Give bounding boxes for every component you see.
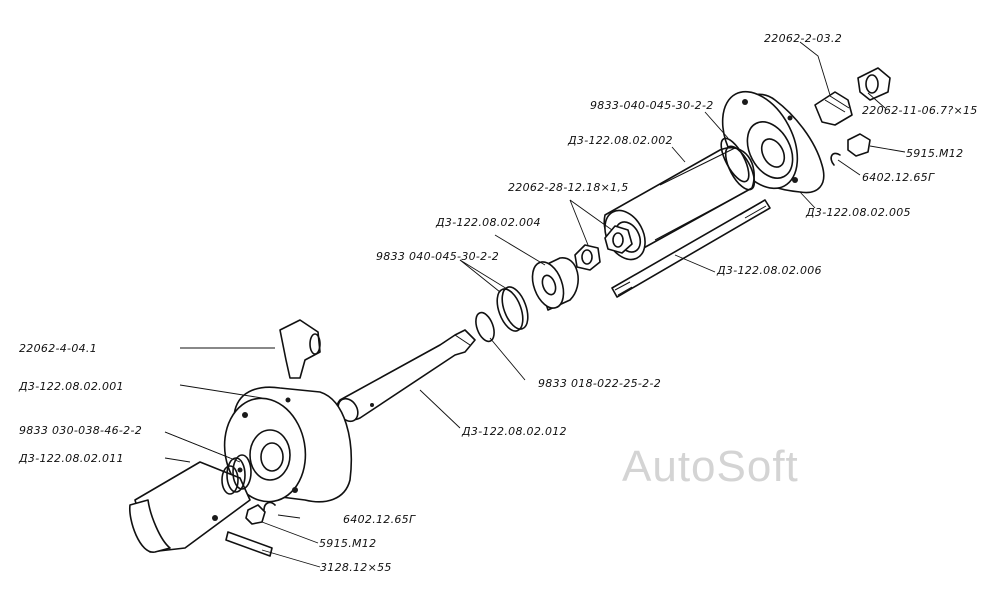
label-22062-2-03-2: 22062-2-03.2 (764, 32, 843, 45)
label-d3-012: Д3-122.08.02.012 (462, 425, 567, 438)
bottom-nut-washer (245, 501, 276, 525)
label-6402-top: 6402.12.65Г (862, 171, 935, 184)
elbow-fitting (279, 319, 321, 379)
leader-lines (164, 41, 906, 568)
label-5915-m12-bottom: 5915.М12 (319, 537, 377, 550)
o-ring-flange (720, 137, 750, 183)
label-6402-bottom: 6402.12.65Г (343, 513, 416, 526)
tie-rod (611, 199, 771, 298)
label-9833-030: 9833 030-038-46-2-2 (19, 424, 143, 437)
left-seals (226, 454, 252, 493)
label-d3-005: Д3-122.08.02.005 (806, 206, 911, 219)
label-5915-m12-top: 5915.М12 (906, 147, 964, 160)
pin (225, 531, 273, 557)
label-9833-040-mid: 9833 040-045-30-2-2 (376, 250, 500, 263)
union-nuts (574, 225, 633, 271)
piston-rod (336, 329, 476, 423)
end-eye (129, 461, 251, 553)
label-d3-011: Д3-122.08.02.011 (19, 452, 124, 465)
label-d3-006: Д3-122.08.02.006 (717, 264, 822, 277)
top-nut-washer (830, 133, 871, 166)
piston (531, 257, 579, 311)
label-d3-001: Д3-122.08.02.001 (19, 380, 124, 393)
label-d3-002: Д3-122.08.02.002 (568, 134, 673, 147)
label-22062-28: 22062-28-12.18×1,5 (508, 181, 629, 194)
label-9833-018: 9833 018-022-25-2-2 (538, 377, 662, 390)
label-22062-4: 22062-4-04.1 (19, 342, 98, 355)
label-22062-11: 22062-11-06.7?×15 (862, 104, 978, 117)
watermark: AutoSoft (622, 442, 799, 491)
o-rings-piston (475, 286, 529, 343)
label-9833-040-top: 9833-040-045-30-2-2 (590, 99, 714, 112)
label-d3-004: Д3-122.08.02.004 (436, 216, 541, 229)
protective-cap (857, 67, 891, 101)
nipple-fitting (814, 91, 853, 126)
label-3128: 3128.12×55 (320, 561, 392, 574)
